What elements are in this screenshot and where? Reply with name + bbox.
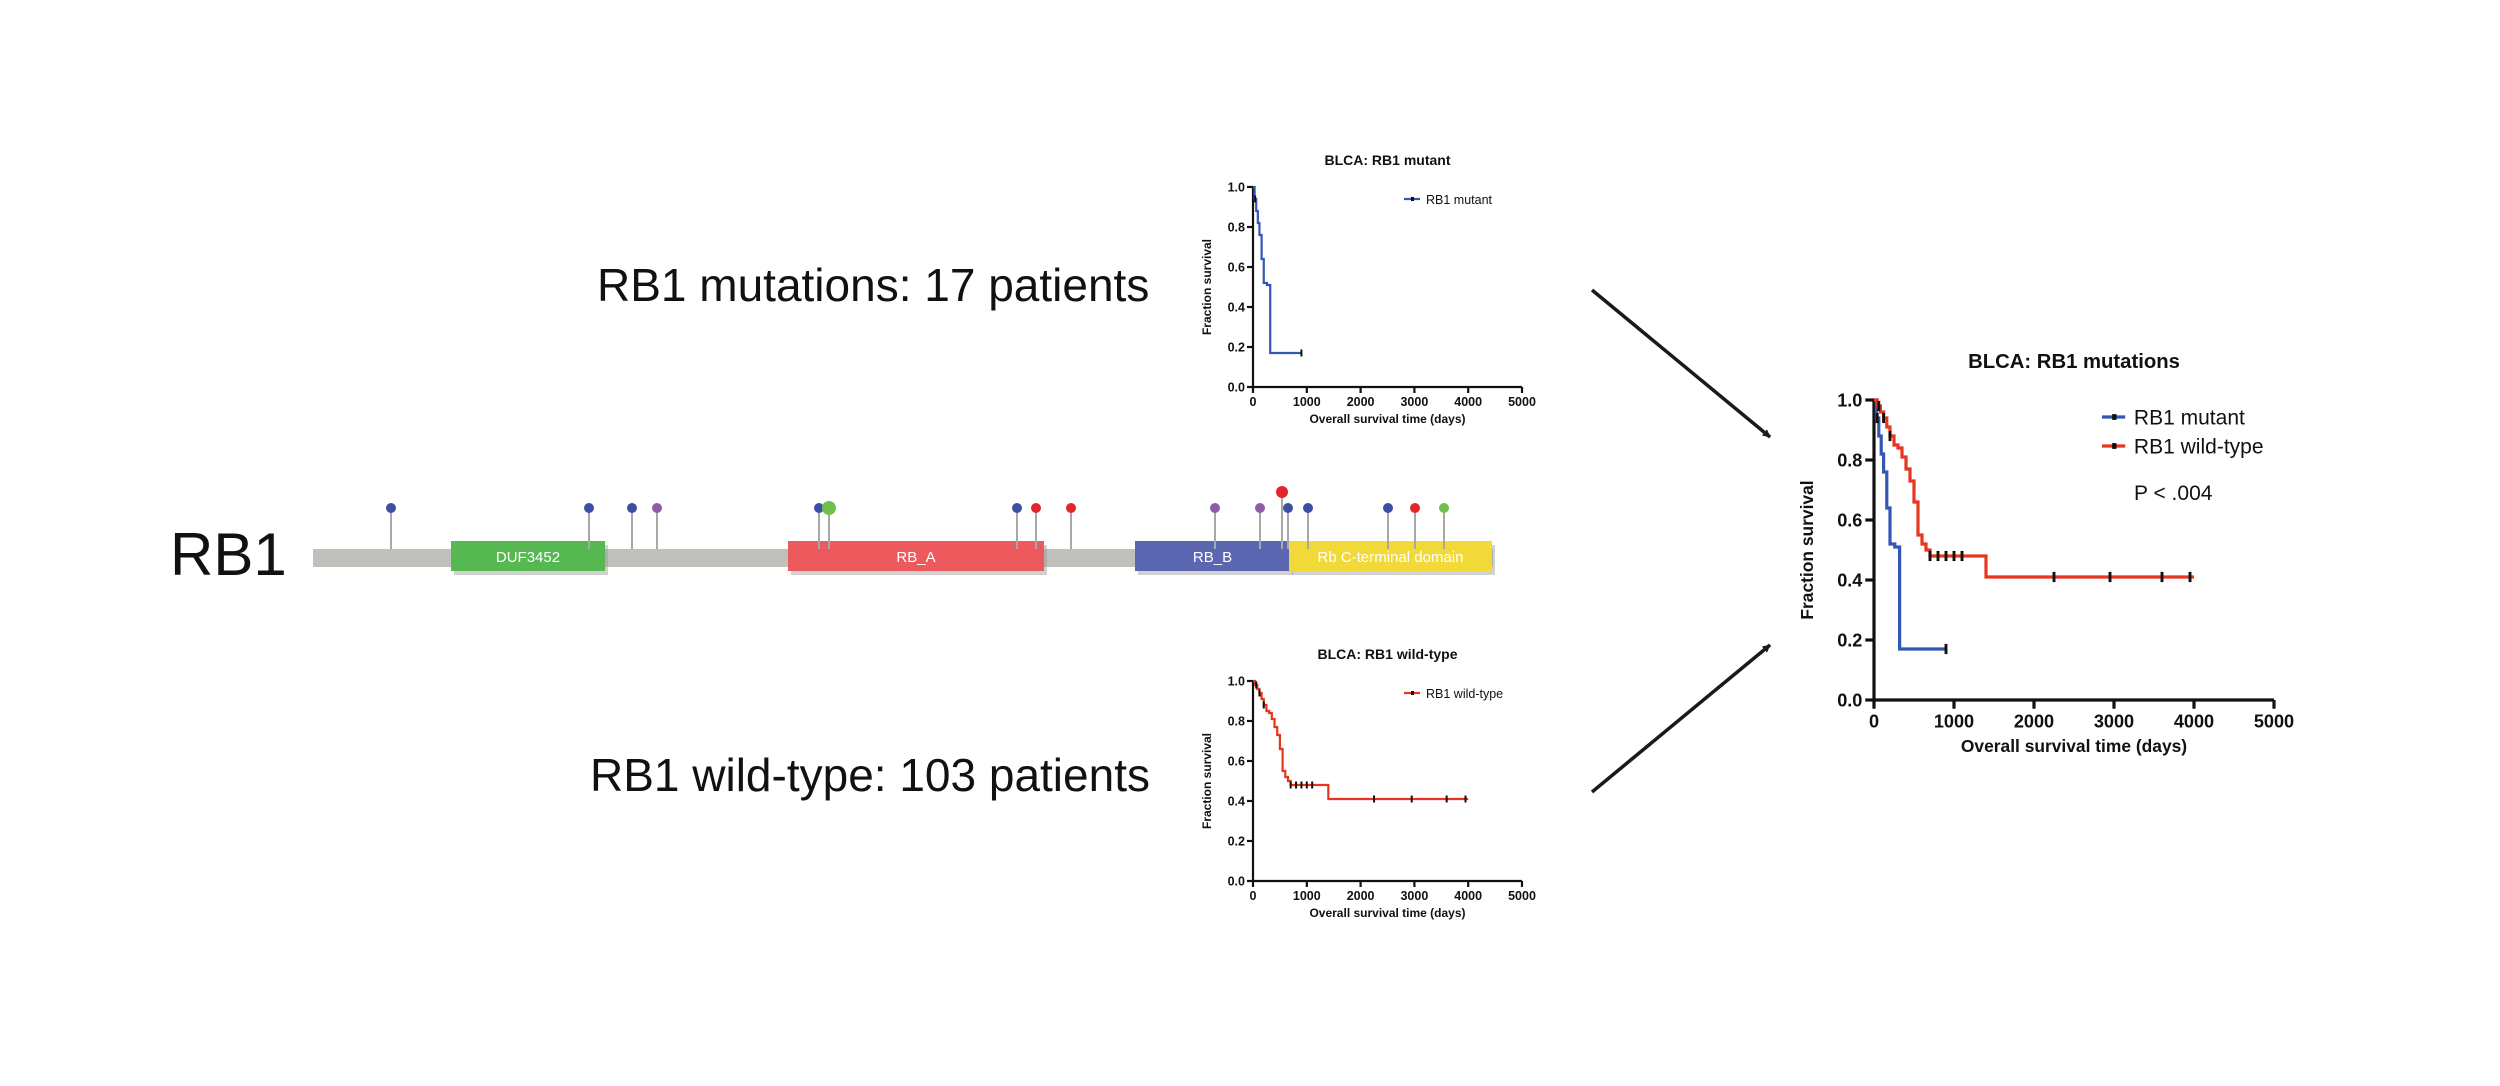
y-tick-label: 0.0 xyxy=(1837,691,1862,711)
x-tick-label: 3000 xyxy=(1400,889,1428,903)
legend-marker xyxy=(1411,691,1414,695)
km-chart-2: BLCA: RB1 mutations 0 1000 2000 3000 4000 5000… xyxy=(1797,351,2294,756)
legend-marker xyxy=(1411,197,1414,201)
survival-curve xyxy=(1253,185,1302,355)
mutation-marker-blue xyxy=(1283,503,1293,513)
y-tick-label: 0.2 xyxy=(1837,631,1862,651)
domain-label: RB_A xyxy=(896,549,935,566)
y-tick-label: 0.2 xyxy=(1228,835,1245,849)
x-tick-label: 2000 xyxy=(1347,395,1375,409)
x-axis-label: Overall survival time (days) xyxy=(1961,736,2187,756)
gene-diagram: DUF3452 RB_A RB_B Rb C-terminal domain xyxy=(313,486,1495,575)
legend-label: RB1 wild-type xyxy=(2134,435,2264,458)
legend-label: RB1 wild-type xyxy=(1426,687,1503,701)
arrow-to-combined-bottom xyxy=(1590,643,1772,794)
x-tick-label: 5000 xyxy=(1508,395,1536,409)
x-tick-label: 1000 xyxy=(1934,712,1974,732)
chart-title: BLCA: RB1 mutant xyxy=(1325,152,1451,168)
y-tick-label: 0.6 xyxy=(1228,261,1245,275)
chart-title: BLCA: RB1 wild-type xyxy=(1318,646,1458,662)
y-axis-label: Fraction survival xyxy=(1200,733,1214,829)
charts: BLCA: RB1 mutant 0 1000 2000 3000 4000 5000 0.0… xyxy=(1200,152,2294,920)
survival-curve xyxy=(1874,398,1946,651)
mutation-marker-blue xyxy=(1303,503,1313,513)
p-value-annotation: P < .004 xyxy=(2134,482,2213,505)
domain-label: Rb C-terminal domain xyxy=(1318,549,1464,566)
x-tick-label: 0 xyxy=(1250,395,1257,409)
legend-label: RB1 mutant xyxy=(2134,406,2245,429)
x-tick-label: 4000 xyxy=(2174,712,2214,732)
arrows xyxy=(1590,288,1772,794)
y-tick-label: 0.0 xyxy=(1228,381,1245,395)
y-tick-label: 0.8 xyxy=(1228,221,1245,235)
x-tick-label: 4000 xyxy=(1454,395,1482,409)
mutation-marker-red xyxy=(1066,503,1076,513)
mutation-marker-red xyxy=(1031,503,1041,513)
mutation-marker-blue xyxy=(1012,503,1022,513)
km-chart-0: BLCA: RB1 mutant 0 1000 2000 3000 4000 5000 0.0… xyxy=(1200,152,1536,426)
x-tick-label: 5000 xyxy=(2254,712,2294,732)
domain-rb-c-terminal-domain xyxy=(1289,541,1492,571)
domain-rb-a xyxy=(788,541,1044,571)
legend-label: RB1 mutant xyxy=(1426,193,1493,207)
y-tick-label: 0.0 xyxy=(1228,875,1245,889)
mutation-marker-purple xyxy=(652,503,662,513)
x-tick-label: 0 xyxy=(1250,889,1257,903)
mutation-marker-blue xyxy=(386,503,396,513)
domain-label: RB_B xyxy=(1193,549,1232,566)
domain-label: DUF3452 xyxy=(496,549,560,566)
mutation-marker-green xyxy=(1439,503,1449,513)
mutation-marker-green xyxy=(822,501,836,515)
domain-rb-b xyxy=(1135,541,1290,571)
x-tick-label: 2000 xyxy=(1347,889,1375,903)
x-tick-label: 2000 xyxy=(2014,712,2054,732)
y-tick-label: 0.8 xyxy=(1228,715,1245,729)
legend-marker xyxy=(2112,443,2117,449)
y-axis-label: Fraction survival xyxy=(1200,239,1214,335)
x-tick-label: 3000 xyxy=(1400,395,1428,409)
y-tick-label: 0.6 xyxy=(1228,755,1245,769)
x-tick-label: 0 xyxy=(1869,712,1879,732)
arrow-to-combined-top xyxy=(1590,288,1772,439)
y-tick-label: 0.4 xyxy=(1228,301,1245,315)
x-tick-label: 4000 xyxy=(1454,889,1482,903)
x-axis-label: Overall survival time (days) xyxy=(1309,412,1465,426)
x-tick-label: 1000 xyxy=(1293,395,1321,409)
mutation-marker-blue xyxy=(627,503,637,513)
x-tick-label: 3000 xyxy=(2094,712,2134,732)
x-tick-label: 5000 xyxy=(1508,889,1536,903)
km-chart-1: BLCA: RB1 wild-type 0 1000 2000 3000 4000 5000… xyxy=(1200,646,1536,920)
mutation-marker-red xyxy=(1276,486,1288,498)
y-tick-label: 0.2 xyxy=(1228,341,1245,355)
gene-name-label: RB1 xyxy=(170,521,287,588)
mutation-marker-red xyxy=(1410,503,1420,513)
mutation-marker-purple xyxy=(1210,503,1220,513)
y-axis-label: Fraction survival xyxy=(1797,480,1817,619)
y-tick-label: 0.4 xyxy=(1837,571,1862,591)
mutation-marker-blue xyxy=(1383,503,1393,513)
mutant-group-label: RB1 mutations: 17 patients xyxy=(597,259,1150,311)
legend-marker xyxy=(2112,414,2117,420)
x-tick-label: 1000 xyxy=(1293,889,1321,903)
mutation-marker-blue xyxy=(814,503,824,513)
y-tick-label: 0.6 xyxy=(1837,511,1862,531)
mutation-marker-purple xyxy=(1255,503,1265,513)
y-tick-label: 0.4 xyxy=(1228,795,1245,809)
domain-duf3452 xyxy=(451,541,605,571)
y-tick-label: 1.0 xyxy=(1837,391,1862,411)
y-tick-label: 1.0 xyxy=(1228,675,1245,689)
x-axis-label: Overall survival time (days) xyxy=(1309,906,1465,920)
mutation-marker-blue xyxy=(584,503,594,513)
y-tick-label: 0.8 xyxy=(1837,451,1862,471)
chart-title: BLCA: RB1 mutations xyxy=(1968,351,2180,373)
y-tick-label: 1.0 xyxy=(1228,181,1245,195)
wildtype-group-label: RB1 wild-type: 103 patients xyxy=(590,749,1150,801)
